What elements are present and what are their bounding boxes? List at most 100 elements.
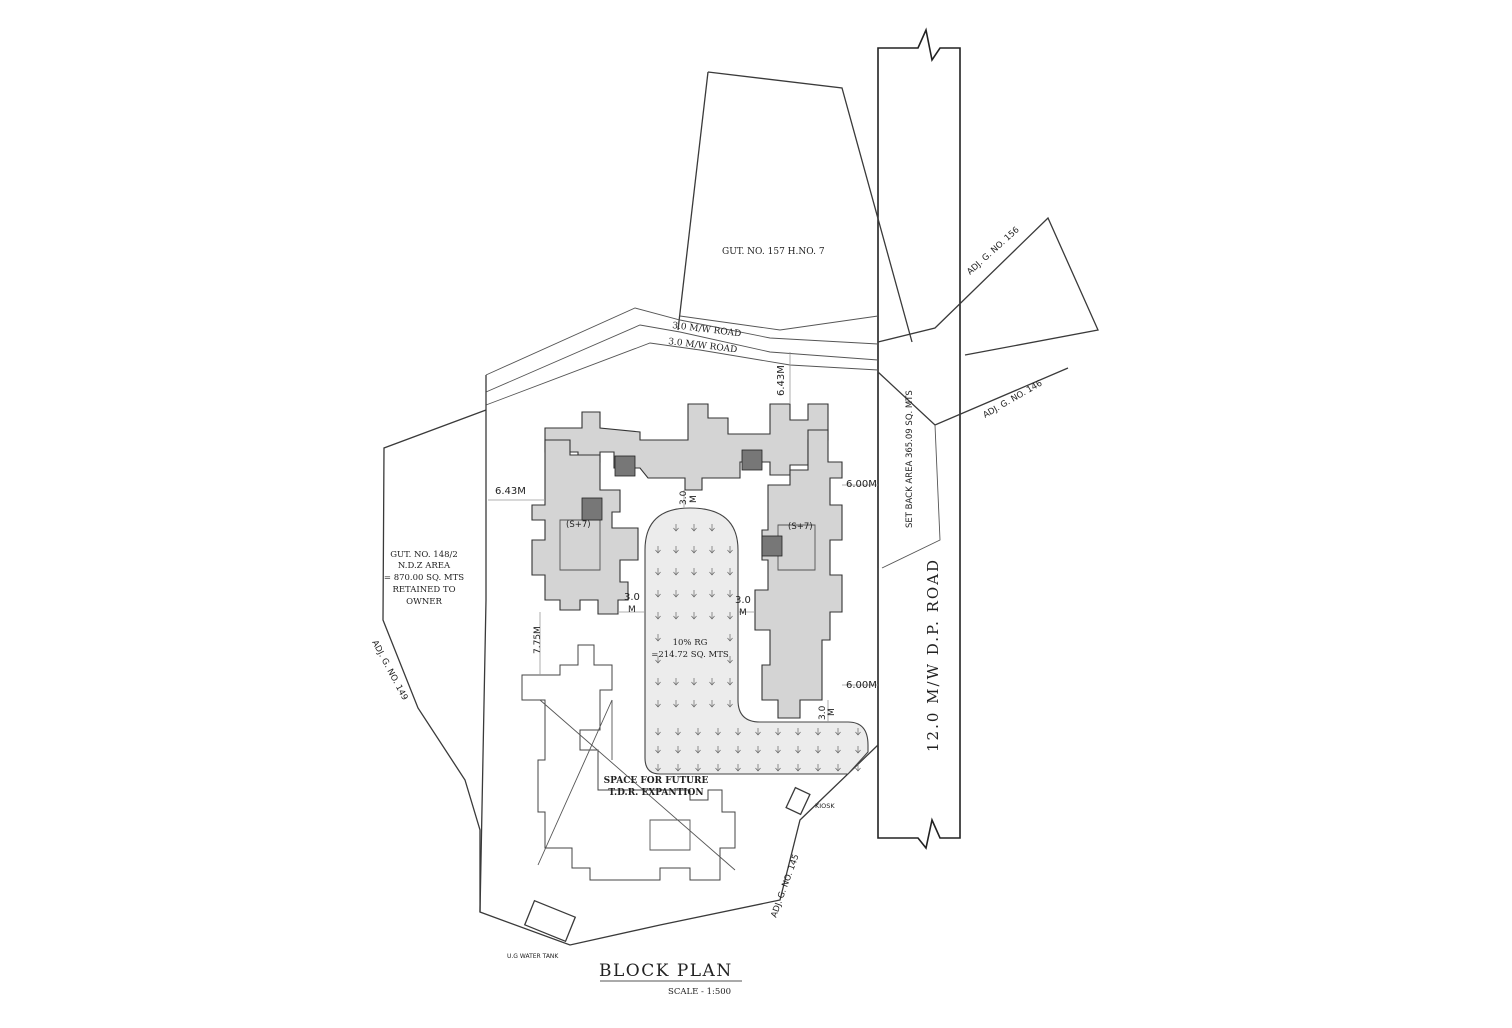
rg-tree-mark (709, 546, 715, 554)
rg-tree-mark (655, 728, 661, 736)
rg-tree-mark (695, 728, 701, 736)
rg-tree-mark (673, 678, 679, 686)
label-gut-148-line3: = 870.00 SQ. MTS (384, 573, 464, 583)
rg-tree-mark (691, 568, 697, 576)
rg-tree-mark (673, 546, 679, 554)
label-adj-146: ADJ. G. NO. 146 (982, 379, 1045, 421)
rg-tree-mark (735, 746, 741, 754)
adj-parcels-right (877, 216, 1099, 569)
rg-tree-mark (795, 746, 801, 754)
rg-tree-mark (795, 764, 801, 772)
label-future-line2: T.D.R. EXPANTION (608, 788, 703, 798)
label-building-right: (S+7) (788, 522, 813, 532)
gut-157-plot (677, 71, 913, 343)
label-building-left: (S+7) (566, 520, 591, 530)
label-road-3m-b: 3.0 M/W ROAD (668, 337, 738, 355)
rg-tree-mark (775, 764, 781, 772)
rg-tree-mark (691, 524, 697, 532)
rg-tree-mark (691, 612, 697, 620)
rg-tree-mark (835, 764, 841, 772)
label-road-3m-a: 3.0 M/W ROAD (672, 321, 742, 339)
dimension-lines (488, 352, 878, 722)
label-dim-643-left: 6.43M (495, 486, 526, 497)
rg-tree-mark (655, 656, 661, 664)
water-tank (523, 899, 577, 943)
label-dim-30-center: 3.0 (679, 490, 689, 505)
drawing-scale: SCALE - 1:500 (668, 987, 731, 997)
label-setback: SET BACK AREA 365.09 SQ. MTS (905, 390, 915, 528)
rg-tree-mark (727, 612, 733, 620)
rg-tree-mark (855, 728, 861, 736)
rg-tree-mark (727, 546, 733, 554)
rg-tree-mark (655, 568, 661, 576)
rg-tree-mark (673, 590, 679, 598)
label-dp-road: 12.0 M/W D.P. ROAD (924, 558, 942, 752)
label-gut-148-line4: RETAINED TO (392, 585, 455, 595)
rg-tree-mark (727, 700, 733, 708)
rg-tree-mark (655, 678, 661, 686)
access-roads (485, 307, 879, 406)
label-adj-145: ADJ. G. NO. 145 (769, 853, 801, 919)
rg-tree-mark (815, 728, 821, 736)
rg-tree-mark (655, 590, 661, 598)
rg-tree-mark (815, 764, 821, 772)
label-rg-line1: 10% RG (673, 638, 708, 648)
label-dim-30-left: 3.0 (624, 592, 640, 603)
rg-tree-mark (715, 764, 721, 772)
rg-tree-mark (709, 700, 715, 708)
rg-tree-mark (655, 546, 661, 554)
rg-tree-mark (655, 764, 661, 772)
label-dim-30-left-m: M (628, 605, 636, 615)
recreation-ground (644, 507, 869, 775)
rg-tree-mark (709, 568, 715, 576)
rg-tree-mark (775, 746, 781, 754)
label-dim-30-bottom-m: M (827, 708, 837, 716)
label-dim-30-bottom: 3.0 (818, 705, 828, 720)
rg-tree-mark (727, 678, 733, 686)
building-west (531, 439, 639, 615)
label-gut-148-line5: OWNER (406, 597, 442, 607)
label-water-tank: U.G WATER TANK (507, 953, 559, 960)
label-gut-148-line2: N.D.Z AREA (398, 561, 451, 571)
rg-tree-mark (675, 746, 681, 754)
rg-tree-mark (673, 612, 679, 620)
rg-tree-mark (735, 764, 741, 772)
rg-tree-mark (673, 524, 679, 532)
rg-tree-mark (855, 764, 861, 772)
rg-tree-mark (691, 546, 697, 554)
rg-tree-mark (709, 612, 715, 620)
rg-tree-mark (727, 634, 733, 642)
label-dim-30-right-m: M (739, 608, 747, 618)
label-gut-148-line1: GUT. NO. 148/2 (390, 550, 458, 560)
rg-tree-mark (655, 700, 661, 708)
rg-tree-mark (675, 764, 681, 772)
label-dim-30-right: 3.0 (735, 595, 751, 606)
label-dim-600-bottom: 6.00M (846, 680, 877, 691)
rg-tree-mark (775, 728, 781, 736)
rg-tree-mark (655, 612, 661, 620)
rg-tree-mark (673, 700, 679, 708)
rg-tree-mark (755, 764, 761, 772)
rg-tree-mark (675, 728, 681, 736)
rg-tree-mark (709, 524, 715, 532)
rg-tree-mark (755, 728, 761, 736)
kiosk (785, 786, 811, 816)
label-gut-157: GUT. NO. 157 H.NO. 7 (722, 247, 825, 257)
rg-tree-mark (855, 746, 861, 754)
rg-tree-mark (755, 746, 761, 754)
rg-tree-mark (673, 568, 679, 576)
rg-tree-mark (655, 634, 661, 642)
rg-tree-mark (727, 568, 733, 576)
label-future-line1: SPACE FOR FUTURE (604, 776, 709, 786)
rg-tree-mark (691, 678, 697, 686)
label-dim-30-center-m: M (689, 495, 699, 503)
rg-tree-mark (727, 590, 733, 598)
label-dim-600-top: 6.00M (846, 479, 877, 490)
rg-tree-mark (695, 764, 701, 772)
rg-tree-mark (691, 590, 697, 598)
dp-road (877, 27, 961, 850)
rg-tree-mark (709, 678, 715, 686)
rg-tree-mark (795, 728, 801, 736)
rg-tree-mark (815, 746, 821, 754)
